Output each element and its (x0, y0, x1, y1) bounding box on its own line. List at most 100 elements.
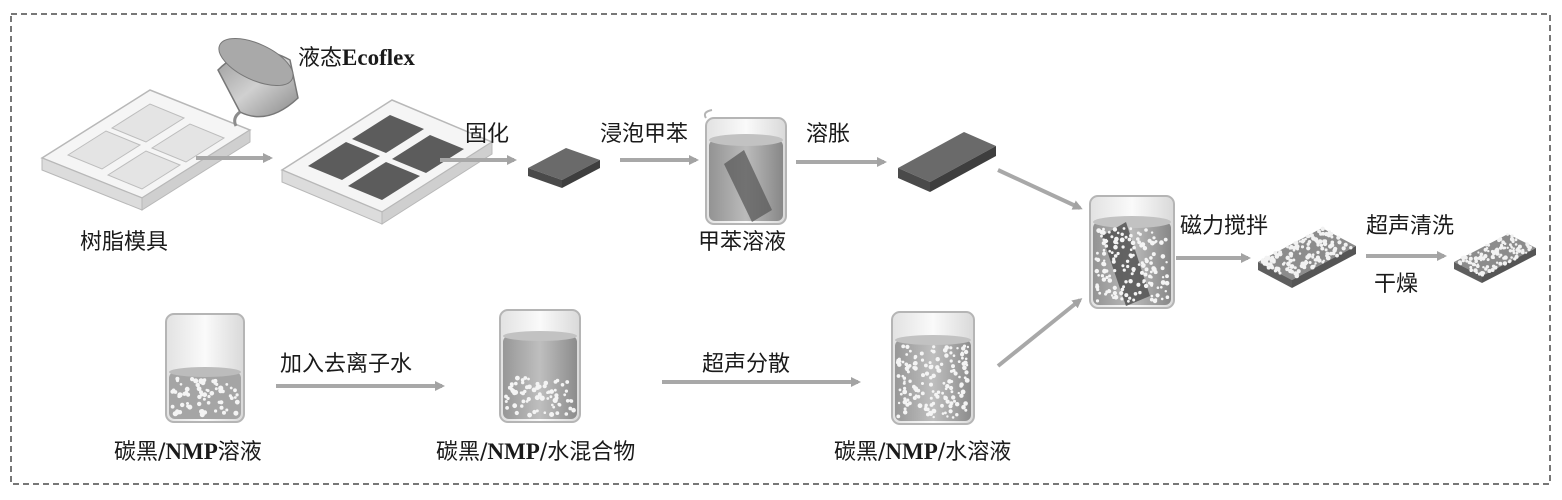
particle-dot (1126, 264, 1130, 269)
ecoflex-block (528, 148, 600, 188)
particle-dot (1104, 244, 1109, 248)
resin-mold-empty (40, 89, 252, 211)
particle-dot (1486, 258, 1490, 262)
particle-dot (901, 360, 905, 364)
label-cb-nmp-water-mixture: 碳黑/NMP/水混合物 (436, 440, 635, 464)
particle-dot (1105, 290, 1109, 294)
particle-dot (1304, 259, 1308, 263)
particle-dot (1112, 285, 1117, 290)
particle-dot (1130, 240, 1136, 246)
particle-dot (1514, 238, 1518, 242)
particle-dot (944, 345, 949, 350)
particle-dot (1485, 243, 1488, 247)
particle-dot (903, 386, 907, 390)
label-cb-nmp-water-solution-c: /水溶液 (937, 440, 1012, 465)
particle-dot (1508, 249, 1513, 253)
label-liquid-ecoflex-prefix: 液态 (298, 46, 343, 71)
particle-dot (173, 390, 178, 394)
particle-dot (233, 396, 237, 399)
particle-dot (1330, 235, 1334, 239)
particle-dot (1095, 299, 1100, 303)
particle-dot (535, 409, 539, 413)
particle-dot (898, 388, 902, 392)
particle-dot (1132, 298, 1136, 302)
particle-dot (1278, 250, 1283, 255)
particle-dot (905, 353, 909, 356)
particle-dot (170, 389, 175, 394)
particle-dot (913, 366, 918, 371)
particle-dot (1492, 251, 1496, 256)
particle-dot (197, 394, 202, 400)
particle-dot (1337, 240, 1342, 245)
particle-dot (229, 396, 234, 400)
particle-dot (1286, 245, 1289, 249)
particle-dot (175, 379, 180, 383)
particle-dot (1151, 266, 1156, 271)
resin-mold-filled (280, 99, 494, 225)
particle-dot (949, 351, 953, 355)
particle-dot (214, 387, 218, 391)
particle-dot (950, 390, 954, 394)
particle-dot (1497, 238, 1501, 243)
particle-dot (1273, 250, 1278, 256)
particle-dot (1289, 254, 1293, 258)
particle-dot (1148, 281, 1151, 285)
particle-dot (1512, 251, 1516, 255)
label-magnetic-stirring: 磁力搅拌 (1180, 214, 1269, 239)
particle-dot (205, 388, 209, 392)
particle-dot (1525, 251, 1528, 254)
particle-dot (924, 403, 928, 407)
particle-dot (1510, 245, 1513, 248)
particle-dot (909, 349, 912, 353)
particle-dot (215, 382, 219, 386)
particle-dot (1487, 243, 1491, 247)
particle-dot (1304, 237, 1307, 241)
particle-dot (964, 378, 970, 383)
particle-dot (1122, 285, 1126, 289)
particle-dot (1485, 247, 1489, 250)
particle-dot (955, 413, 959, 417)
particle-dot (1150, 275, 1153, 279)
particle-dot (1457, 260, 1462, 265)
particle-dot (563, 393, 567, 397)
particle-dot (539, 395, 545, 401)
toluene-beaker (703, 109, 787, 225)
particle-dot (1349, 246, 1353, 250)
particle-dot (931, 408, 937, 414)
particle-dot (1138, 290, 1142, 295)
particle-dot (1313, 258, 1317, 262)
particle-dot (1152, 236, 1156, 240)
particle-dot (1482, 266, 1485, 269)
particle-dot (1273, 269, 1278, 273)
particle-dot (507, 385, 512, 390)
particle-dot (1164, 280, 1170, 286)
particle-dot (959, 382, 964, 387)
particle-dot (961, 356, 964, 360)
particle-dot (1285, 255, 1290, 260)
particle-dot (1129, 248, 1133, 251)
particle-dot (523, 376, 528, 380)
particle-dot (1324, 248, 1328, 252)
particle-dot (1120, 297, 1124, 301)
particle-dot (916, 394, 921, 399)
particle-dot (1104, 238, 1108, 242)
particle-dot (514, 381, 518, 386)
particle-dot (928, 361, 932, 365)
particle-dot (953, 371, 958, 376)
particle-dot (903, 397, 907, 401)
particle-dot (523, 389, 527, 394)
particle-dot (184, 386, 190, 392)
particle-dot (1103, 259, 1106, 262)
particle-dot (1110, 294, 1114, 297)
label-cb-nmp-water-mixture-b: NMP (487, 439, 540, 464)
particle-dot (1129, 227, 1133, 231)
particle-dot (1498, 261, 1503, 266)
particle-dot (1335, 253, 1339, 258)
arrow-to-mixing-bottom (996, 298, 1083, 368)
particle-dot (945, 384, 950, 389)
particle-dot (222, 410, 226, 415)
particle-dot (568, 406, 573, 411)
particle-dot (198, 378, 204, 384)
particle-dot (930, 349, 934, 353)
particle-dot (941, 412, 945, 415)
